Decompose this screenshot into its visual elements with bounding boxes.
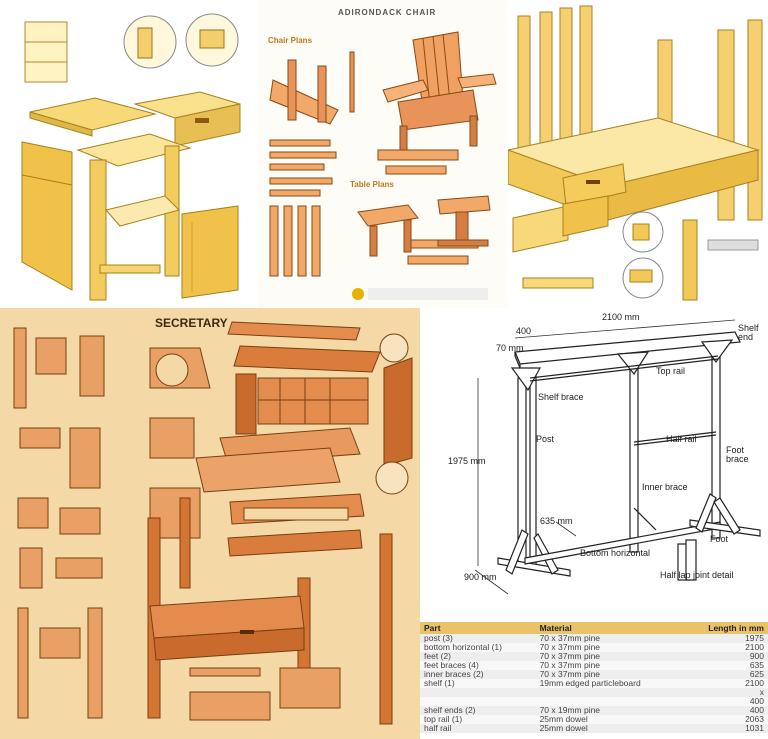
label-inner-brace: Inner brace	[642, 482, 688, 492]
cell-length: 635	[682, 661, 768, 670]
cell-length: 1975	[682, 634, 768, 643]
table-row: 400	[420, 697, 768, 706]
dim-depth-label: 900 mm	[464, 572, 497, 582]
dim-height-label: 1975 mm	[448, 456, 486, 466]
cell-part: shelf ends (2)	[420, 706, 536, 715]
header-material: Material	[535, 622, 683, 634]
label-half-lap-joint: Half lap joint detail	[660, 570, 734, 580]
cell-material	[535, 697, 683, 706]
cell-material: 70 x 37mm pine	[535, 670, 683, 679]
cell-material: 70 x 37mm pine	[535, 634, 683, 643]
cell-length: 2063	[682, 715, 768, 724]
dim-top-small-label: 70 mm	[496, 343, 524, 353]
cell-length: 400	[682, 697, 768, 706]
chair-plans-heading: Chair Plans	[268, 36, 313, 45]
table-plans-heading: Table Plans	[350, 180, 394, 189]
cell-part: shelf (1)	[420, 679, 536, 688]
clothes-rack-drawing	[474, 319, 761, 595]
parts-table-header: Part Material Length in mm	[420, 622, 768, 634]
cell-part: feet braces (4)	[420, 661, 536, 670]
table-row: x	[420, 688, 768, 697]
cell-material: 70 x 37mm pine	[535, 661, 683, 670]
bed-frame-plan-panel	[508, 0, 768, 308]
cell-length: 900	[682, 652, 768, 661]
label-foot-brace: Foot brace	[726, 445, 749, 464]
cell-part: inner braces (2)	[420, 670, 536, 679]
cell-length: x	[682, 688, 768, 697]
label-bottom-horizontal: Bottom horizontal	[580, 548, 651, 558]
secretary-title: SECRETARY	[155, 316, 228, 330]
cell-length: 625	[682, 670, 768, 679]
adirondack-title: ADIRONDACK CHAIR	[338, 8, 437, 17]
cell-material: 19mm edged particleboard	[535, 679, 683, 688]
cell-part: post (3)	[420, 634, 536, 643]
label-post: Post	[536, 434, 555, 444]
cell-material: 70 x 19mm pine	[535, 706, 683, 715]
header-length: Length in mm	[682, 622, 768, 634]
cell-length: 2100	[682, 679, 768, 688]
cell-material: 70 x 37mm pine	[535, 652, 683, 661]
label-top-rail: Top rail	[656, 366, 686, 376]
adirondack-plan-panel: ADIRONDACK CHAIR Chair Plans Table Plans	[258, 0, 508, 308]
cell-length: 2100	[682, 643, 768, 652]
label-shelf-end: Shelf end	[738, 323, 759, 342]
cell-length: 1031	[682, 724, 768, 733]
dim-top-left-label: 400	[516, 326, 532, 336]
cell-part: top rail (1)	[420, 715, 536, 724]
cell-part	[420, 688, 536, 697]
cell-material: 25mm dowel	[535, 724, 683, 733]
secretary-drawing	[13, 321, 413, 725]
clothes-rack-plan-panel: 2100 mm 400 70 mm 1975 mm 635 mm 900 mm …	[420, 308, 768, 739]
bed-frame-drawing	[508, 5, 763, 301]
secretary-plan-panel: SECRETARY	[0, 308, 420, 739]
adirondack-drawing	[269, 31, 497, 300]
cell-part: bottom horizontal (1)	[420, 643, 536, 652]
label-foot: Foot	[710, 534, 729, 544]
label-shelf-brace: Shelf brace	[538, 392, 584, 402]
header-part: Part	[420, 622, 536, 634]
cell-material: 25mm dowel	[535, 715, 683, 724]
dim-foot-brace-label: 635 mm	[540, 516, 573, 526]
cell-part: feet (2)	[420, 652, 536, 661]
cell-length: 400	[682, 706, 768, 715]
nightstand-drawing	[21, 13, 241, 301]
cell-part: half rail	[420, 724, 536, 733]
cell-material: 70 x 37mm pine	[535, 643, 683, 652]
cell-part	[420, 697, 536, 706]
parts-table: Part Material Length in mm post (3)70 x …	[420, 622, 768, 733]
label-half-rail: Half rail	[666, 434, 697, 444]
cell-material	[535, 688, 683, 697]
nightstand-plan-panel	[0, 0, 258, 308]
dim-width-label: 2100 mm	[602, 312, 640, 322]
